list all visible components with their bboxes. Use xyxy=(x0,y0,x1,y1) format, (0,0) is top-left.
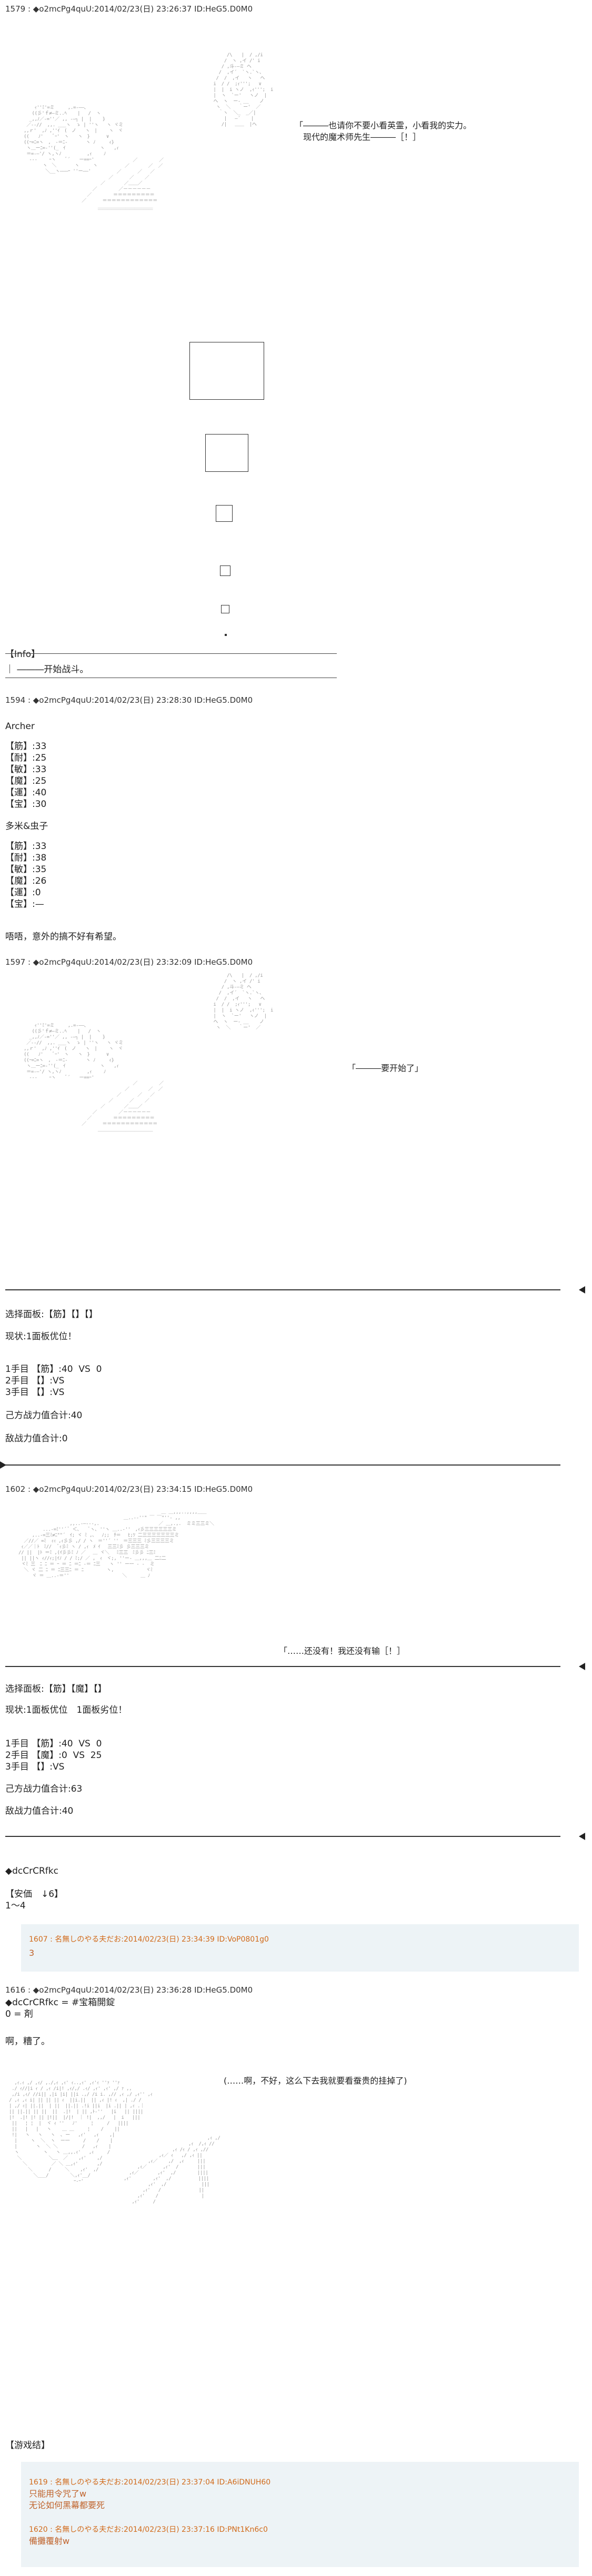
divider xyxy=(5,1666,560,1667)
quote-header: 1620 : 名無しのやる夫だお:2014/02/23(日) 23:37:16 … xyxy=(29,2526,268,2534)
round-row: 3手目 【】:VS xyxy=(5,1762,65,1772)
divider-arrow-left xyxy=(0,1461,6,1469)
ascii-art-archer: /\ | / ,/i / ヽ ,イ /' i / ,斗-―ミ ヘ / ,イ´ `… xyxy=(213,53,274,127)
panel-select: 选择面板:【筋】【魔】【】 xyxy=(5,1684,107,1694)
post-comment: 唔唔，意外的搞不好有希望。 xyxy=(5,932,122,942)
enemy-stat: 【魔】:26 xyxy=(5,876,47,886)
archer-stat: 【魔】:25 xyxy=(5,776,47,786)
post-header: ◆dcCrCRfkc xyxy=(5,1866,58,1876)
post-header: 1594 : ◆o2mcPg4quU:2014/02/23(日) 23:28:3… xyxy=(5,695,253,705)
info-text: ｜ ―――开始战斗。 xyxy=(5,664,89,675)
ally-total: 己方战力值合计:40 xyxy=(5,1410,83,1421)
info-label: 【Info】 xyxy=(5,649,41,660)
quote-text: 只能用令咒了w 无论如何黑幕都要死 xyxy=(29,2489,105,2510)
ascii-art-archer: /\ | / ,/i / ヽ ,イ /' i / ,斗-―ミ ヘ / ,イ´ `… xyxy=(213,973,274,1031)
anka-range: 1〜4 xyxy=(5,1901,26,1911)
speech-bubble: 「……还没有！我还没有输［！］ xyxy=(279,1646,406,1656)
decor-box-tiny xyxy=(220,565,230,576)
round-row: 2手目 【魔】:0 VS 25 xyxy=(5,1750,102,1761)
anka-line: 【安価 ↓6】 xyxy=(5,1889,64,1900)
quote-header: 1619 : 名無しのやる夫だお:2014/02/23(日) 23:37:04 … xyxy=(29,2478,271,2487)
post-header: 1616 : ◆o2mcPg4quU:2014/02/23(日) 23:36:2… xyxy=(5,1985,253,1995)
quote-text: 備攤覆射w xyxy=(29,2536,70,2546)
info-top-rule xyxy=(5,653,337,654)
end-label: 【游戏结】 xyxy=(5,2440,50,2451)
enemy-total: 敌战力值合计:40 xyxy=(5,1806,74,1816)
reply-quote: 1607 : 名無しのやる夫だお:2014/02/23(日) 23:34:39 … xyxy=(21,1924,579,1972)
ascii-art-attack: ＿ ＿,,,..,,,,＿＿ ＿..-‐''" ￣ ￣"''‐ ,, ,,..-… xyxy=(18,1510,214,1579)
result-value: 0 = 剤 xyxy=(5,2009,33,2019)
archer-stat: 【宝】:30 xyxy=(5,799,47,810)
enemy-total: 敌战力值合计:0 xyxy=(5,1433,68,1444)
archer-stat: 【筋】:33 xyxy=(5,741,47,752)
panel-select: 选择面板:【筋】【】【】 xyxy=(5,1309,98,1320)
ascii-art-speed-lines: ／ ／ ／ ／ ／ ／ ／ ／ ／ ／ ／ ／ ／＿＿／ ／ ／－－－－－－ ／… xyxy=(82,158,164,215)
archer-stat: 【耐】:25 xyxy=(5,753,47,763)
enemy-stat: 【運】:0 xyxy=(5,887,41,898)
ally-total: 己方战力值合计:63 xyxy=(5,1784,83,1794)
result-line: ◆dcCrCRfkc = #宝箱開錠 xyxy=(5,1997,115,2008)
post-header: 1602 : ◆o2mcPg4quU:2014/02/23(日) 23:34:1… xyxy=(5,1484,253,1494)
panel-status: 现状:1面板优位 1面板劣位！ xyxy=(5,1705,127,1715)
quote-header: 1607 : 名無しのやる夫だお:2014/02/23(日) 23:34:39 … xyxy=(29,1935,269,1944)
quote-text: 3 xyxy=(29,1948,35,1958)
enemy-stat: 【敏】:35 xyxy=(5,864,47,875)
enemy-stat: 【筋】:33 xyxy=(5,841,47,852)
post-header: 1597 : ◆o2mcPg4quU:2014/02/23(日) 23:32:0… xyxy=(5,957,253,967)
round-row: 1手目 【筋】:40 VS 0 xyxy=(5,1364,102,1375)
speech-bubble: 「―――要开始了」 xyxy=(347,1063,424,1073)
round-row: 3手目 【】:VS xyxy=(5,1387,65,1398)
divider-arrow-right xyxy=(579,1286,585,1294)
enemy-stat: 【耐】:38 xyxy=(5,853,47,863)
ascii-art-character: ,ｨ.ｨ ,/ ,ｨ/ ,./,ｨ ,ｨ' ｨ..,ｨ' ,ｨ'ｨ ''ｧ ''… xyxy=(9,2080,153,2184)
round-row: 1手目 【筋】:40 VS 0 xyxy=(5,1739,102,1749)
reply-quote-group: 1619 : 名無しのやる夫だお:2014/02/23(日) 23:37:04 … xyxy=(21,2462,579,2567)
enemy-label: 多米&虫子 xyxy=(5,821,48,832)
post-header: 1579 : ◆o2mcPg4quU:2014/02/23(日) 23:26:3… xyxy=(5,4,253,14)
speech-bubble: 「―――也请你不要小看英霊，小看我的实力。 现代的魔术师先生―――［！］ xyxy=(295,120,472,142)
divider-arrow-right xyxy=(579,1833,585,1840)
divider xyxy=(5,1289,560,1290)
divider-arrow-right xyxy=(579,1663,585,1670)
divider xyxy=(5,1464,560,1466)
decor-box-large xyxy=(189,342,264,400)
round-row: 2手目 【】:VS xyxy=(5,1376,65,1386)
enemy-stat: 【宝】:— xyxy=(5,899,44,910)
decor-box-medium xyxy=(205,434,248,472)
post-comment: 啊，糟了。 xyxy=(5,2036,50,2047)
ascii-art-archer-arm: ｨ''ﾐ'=ミ ,.=-――、 ((彡'ｆ≠―ミ..ﾍ | / ヽ _,,ﾉ／-… xyxy=(24,105,123,174)
ascii-art-character-right: ,ｨ ,/ ,ｨ /,ｨ // ,ｨ /ｨ / ,ｨ ,// ,ｨ／ ｨ ,/ … xyxy=(124,2136,220,2205)
ascii-art-speed-lines: ／ ／ ／ ／ ／ ／ ／ ／ ／ ／ ／ ／ ／＿＿／ ／ ／－－－－－－ ／… xyxy=(82,1081,164,1133)
speech-bubble: (……啊，不好，这么下去我就要看蚕贵的挂掉了) xyxy=(224,2076,407,2086)
decor-box-mini xyxy=(221,605,229,613)
divider xyxy=(5,1836,560,1837)
decor-box-small xyxy=(216,505,233,522)
archer-label: Archer xyxy=(5,721,35,732)
ascii-art-archer-arm: ｨ''ﾐ'=ミ ,.=-――、 ((彡'ｆ≠―ミ..ﾍ | / ヽ _,,ﾉ／-… xyxy=(24,1023,123,1080)
archer-stat: 【運】:40 xyxy=(5,787,47,798)
archer-stat: 【敏】:33 xyxy=(5,764,47,775)
decor-dot xyxy=(225,634,227,636)
panel-status: 现状:1面板优位！ xyxy=(5,1331,77,1342)
